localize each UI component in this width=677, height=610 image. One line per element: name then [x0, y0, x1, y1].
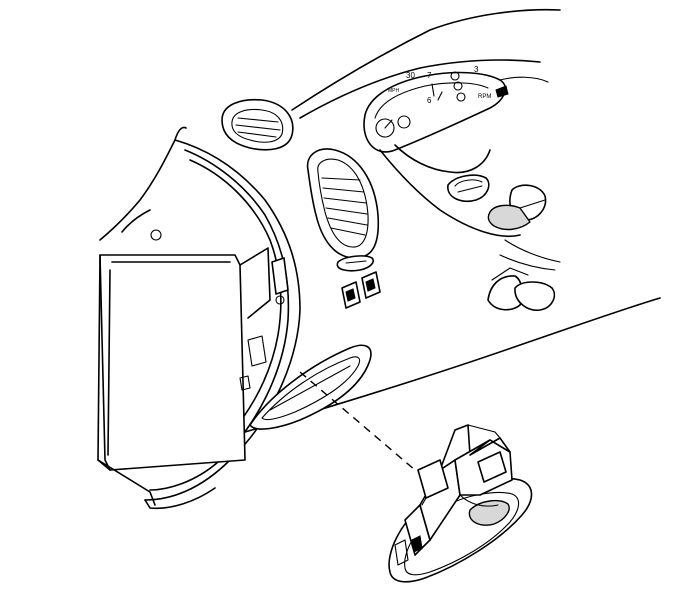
- instrument-panel-top-edge: [291, 8, 561, 111]
- instrument-cluster: 30 7 6 3 RPM MPH: [363, 65, 549, 153]
- gauge-label-3: 3: [474, 65, 479, 74]
- left-instrument-panel-end: [97, 126, 301, 510]
- gauge-label-30: 30: [406, 71, 415, 80]
- gauge-label-mph: MPH: [388, 88, 400, 94]
- installation-guide-line: [299, 371, 416, 471]
- center-air-vent: [306, 148, 380, 259]
- multifunction-stalk: [487, 184, 561, 271]
- removed-vent-housing: [388, 424, 533, 583]
- panel-switches: [336, 255, 381, 309]
- left-air-vent: [221, 98, 294, 151]
- gauge-label-7: 7: [427, 71, 432, 80]
- lower-stalk: [487, 267, 556, 312]
- gauge-label-6: 6: [427, 96, 432, 105]
- steering-column-area: [379, 144, 521, 238]
- lower-vent-opening: [249, 344, 372, 430]
- gauge-label-rpm: RPM: [478, 94, 491, 100]
- instrument-panel-cluster-brow: [299, 59, 541, 119]
